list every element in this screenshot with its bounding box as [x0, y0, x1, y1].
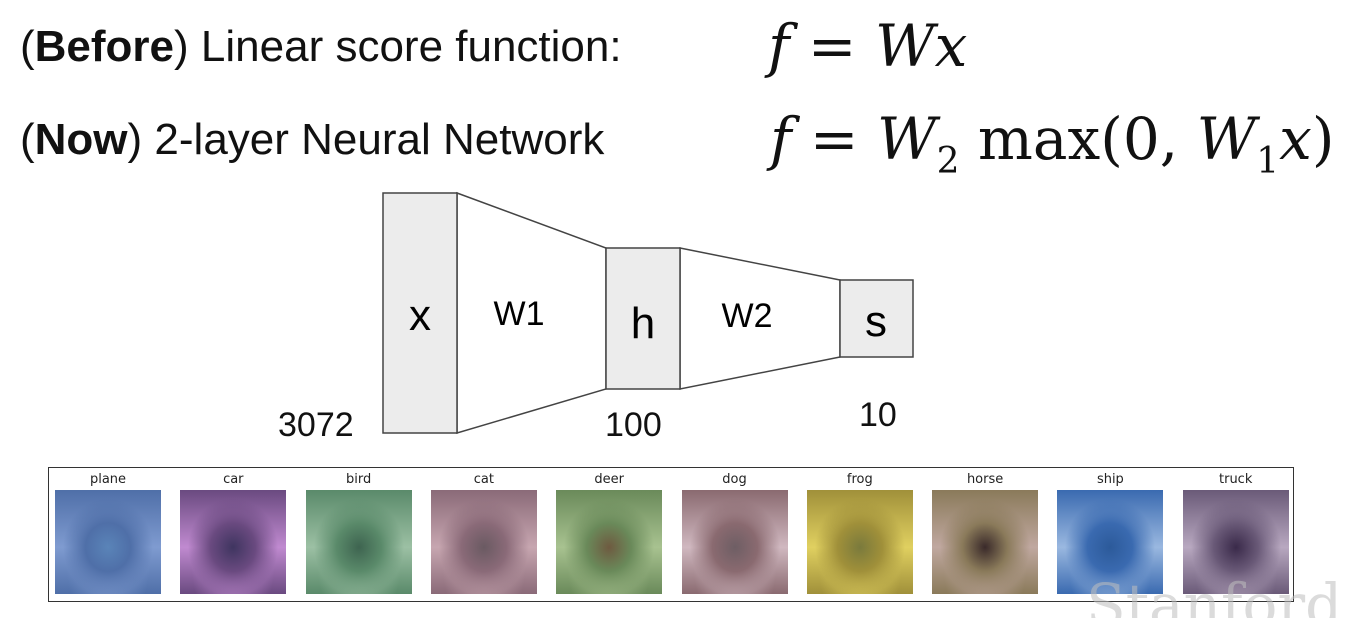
template-image [430, 490, 537, 594]
template-label: truck [1219, 472, 1253, 487]
template-label: ship [1096, 472, 1124, 487]
template-strip: plane car bird cat deer dog frog horse ship truck [48, 467, 1294, 602]
h-size: 100 [605, 406, 662, 444]
template-plane: plane [55, 468, 161, 601]
template-image [806, 490, 913, 594]
template-frog: frog [806, 468, 913, 601]
now-text: ) 2-layer Neural Network [127, 115, 605, 164]
template-label: deer [594, 472, 624, 487]
template-image [1182, 490, 1289, 594]
x-box [382, 192, 458, 434]
template-image [305, 490, 412, 594]
s-box [839, 279, 914, 358]
w2-label: W2 [722, 297, 773, 335]
s-size: 10 [859, 396, 897, 434]
before-line: (Before) Linear score function: [20, 22, 622, 71]
template-image [681, 490, 788, 594]
template-horse: horse [932, 468, 1039, 601]
before-bold: Before [34, 22, 175, 71]
w1-label: W1 [494, 295, 545, 333]
now-line: (Now) 2-layer Neural Network [20, 115, 605, 164]
template-label: dog [722, 472, 747, 487]
template-image [556, 490, 663, 594]
neural-network-equation: f = W2 max(0, W1x) [770, 105, 1335, 182]
template-ship: ship [1057, 468, 1164, 601]
template-deer: deer [556, 468, 663, 601]
before-text: ) Linear score function: [174, 22, 622, 71]
x-label: x [409, 291, 431, 340]
linear-equation: f = Wx [768, 12, 968, 80]
template-label: car [223, 472, 244, 487]
template-dog: dog [681, 468, 788, 601]
x-size: 3072 [278, 406, 354, 444]
template-label: horse [966, 472, 1004, 487]
h-label: h [631, 299, 655, 348]
now-bold: Now [34, 115, 128, 164]
stanford-watermark: Stanford [1086, 575, 1343, 618]
template-image [55, 490, 161, 594]
template-image [1057, 490, 1164, 594]
template-bird: bird [305, 468, 412, 601]
template-label: frog [846, 472, 873, 487]
template-label: cat [473, 472, 494, 487]
template-cat: cat [430, 468, 537, 601]
template-image [932, 490, 1039, 594]
template-car: car [180, 468, 287, 601]
template-label: bird [345, 472, 372, 487]
template-label: plane [89, 472, 127, 487]
template-image [180, 490, 287, 594]
h-box [605, 247, 681, 390]
s-label: s [865, 297, 887, 346]
template-truck: truck [1182, 468, 1289, 601]
